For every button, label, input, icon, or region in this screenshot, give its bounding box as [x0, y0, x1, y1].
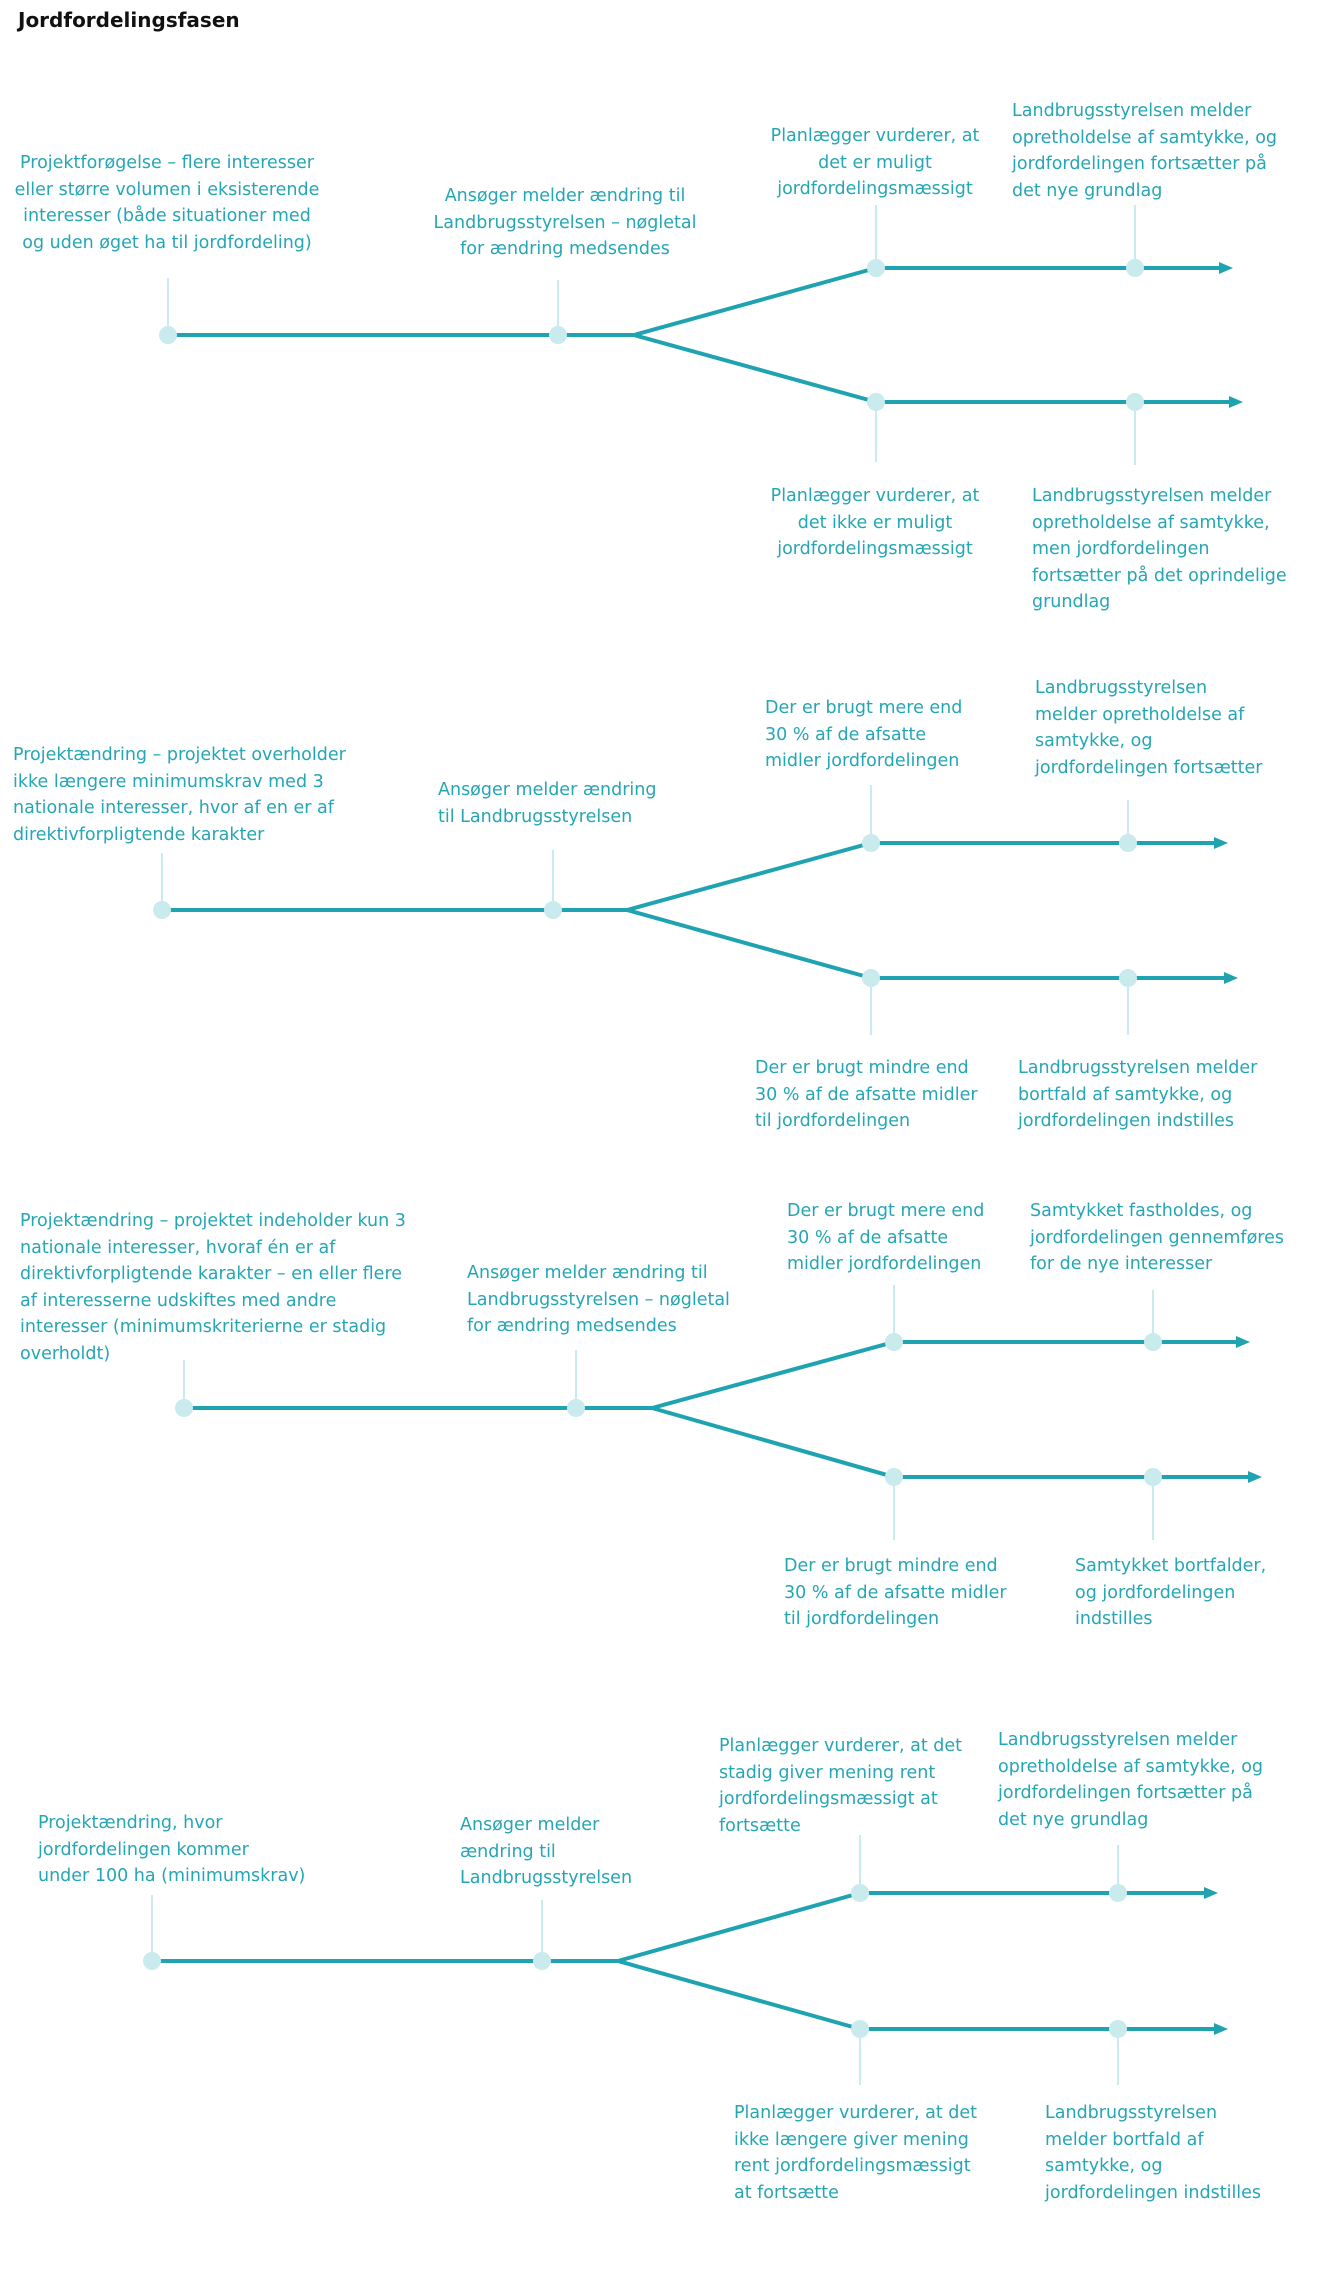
flow-4-lower-outcome-node	[1109, 2020, 1127, 2038]
flow-3-upper-branch	[651, 1340, 895, 1410]
flow-1-request-label: Ansøger melder ændring til Landbrugsstyr…	[433, 186, 697, 259]
flow-3-request-label: Ansøger melder ændring til Landbrugsstyr…	[467, 1263, 730, 1336]
flow-4-request-node	[533, 1952, 551, 1970]
flow-1-lower-condition-label: Planlægger vurderer, at det ikke er muli…	[770, 486, 980, 559]
flow-4-upper-outcome-label: Landbrugsstyrelsen melder opretholdelse …	[998, 1730, 1264, 1830]
flow-4-lower-arrowhead	[1214, 2023, 1228, 2035]
flow-2-upper-branch	[626, 841, 872, 912]
flow-3-lower-outcome-label: Samtykket bortfalder, og jordfordelingen…	[1075, 1556, 1267, 1629]
flow-2-start-label: Projektændring – projektet overholder ik…	[13, 745, 346, 845]
flow-1-start-label: Projektforøgelse – flere interesser elle…	[14, 153, 320, 253]
flow-1-upper-branch	[633, 266, 877, 337]
flow-3-upper-outcome-node	[1144, 1333, 1162, 1351]
flow-4-upper-arrowhead	[1204, 1887, 1218, 1899]
flow-1-upper-outcome-node	[1126, 259, 1144, 277]
flow-2-lower-branch	[626, 908, 872, 980]
flow-1-lower-arrowhead	[1229, 396, 1243, 408]
flow-1-lower-outcome-node	[1126, 393, 1144, 411]
flow-2-lower-condition-node	[862, 969, 880, 987]
flow-2-request-node	[544, 901, 562, 919]
flow-3-start-label: Projektændring – projektet indeholder ku…	[20, 1211, 406, 1364]
flow-1-upper-outcome-label: Landbrugsstyrelsen melder opretholdelse …	[1012, 101, 1278, 201]
flow-2-upper-arrowhead	[1214, 837, 1228, 849]
flow-3-request-node	[567, 1399, 585, 1417]
flow-4-lower-branch	[617, 1959, 861, 2031]
flow-3-upper-condition-label: Der er brugt mere end 30 % af de afsatte…	[787, 1201, 985, 1274]
flow-1-upper-condition-node	[867, 259, 885, 277]
flow-4-upper-branch	[617, 1891, 861, 1963]
flow-4-request-label: Ansøger melder ændring til Landbrugsstyr…	[460, 1815, 633, 1888]
flow-1-upper-condition-label: Planlægger vurderer, at det er muligt jo…	[770, 126, 980, 199]
flow-2-upper-condition-node	[862, 834, 880, 852]
flow-4-lower-outcome-label: Landbrugsstyrelsen melder bortfald af sa…	[1045, 2103, 1262, 2203]
flow-1-lower-outcome-label: Landbrugsstyrelsen melder opretholdelse …	[1032, 486, 1287, 612]
flow-3-upper-condition-node	[885, 1333, 903, 1351]
flow-4-upper-outcome-node	[1109, 1884, 1127, 1902]
flow-1-lower-condition-node	[867, 393, 885, 411]
flow-1-request-node	[549, 326, 567, 344]
flow-4-lower-condition-node	[851, 2020, 869, 2038]
flow-3-lower-condition-node	[885, 1468, 903, 1486]
flow-2-start-node	[153, 901, 171, 919]
flow-2-request-label: Ansøger melder ændring til Landbrugsstyr…	[438, 780, 657, 827]
flow-3-lower-condition-label: Der er brugt mindre end 30 % af de afsat…	[784, 1556, 1007, 1629]
page-title: Jordfordelingsfasen	[18, 8, 240, 32]
flow-2-lower-outcome-node	[1119, 969, 1137, 987]
flow-2-lower-outcome-label: Landbrugsstyrelsen melder bortfald af sa…	[1018, 1058, 1258, 1131]
flow-1-start-node	[159, 326, 177, 344]
flow-2-upper-outcome-node	[1119, 834, 1137, 852]
flow-4-upper-condition-label: Planlægger vurderer, at det stadig giver…	[719, 1736, 963, 1836]
flow-3-upper-outcome-label: Samtykket fastholdes, og jordfordelingen…	[1030, 1201, 1284, 1274]
flow-2-upper-outcome-label: Landbrugsstyrelsen melder opretholdelse …	[1035, 678, 1263, 778]
flow-1-lower-branch	[633, 333, 877, 404]
flow-3-lower-outcome-node	[1144, 1468, 1162, 1486]
flow-3-start-node	[175, 1399, 193, 1417]
flow-3-upper-arrowhead	[1236, 1336, 1250, 1348]
flow-3-lower-branch	[651, 1406, 895, 1479]
flow-2-upper-condition-label: Der er brugt mere end 30 % af de afsatte…	[765, 698, 963, 771]
flow-4-start-label: Projektændring, hvor jordfordelingen kom…	[38, 1813, 306, 1886]
flow-2-lower-condition-label: Der er brugt mindre end 30 % af de afsat…	[755, 1058, 978, 1131]
flow-3-lower-arrowhead	[1248, 1471, 1262, 1483]
flow-4-lower-condition-label: Planlægger vurderer, at det ikke længere…	[734, 2103, 978, 2203]
flow-4-start-node	[143, 1952, 161, 1970]
flow-2-lower-arrowhead	[1224, 972, 1238, 984]
flow-1-upper-arrowhead	[1219, 262, 1233, 274]
flow-4-upper-condition-node	[851, 1884, 869, 1902]
